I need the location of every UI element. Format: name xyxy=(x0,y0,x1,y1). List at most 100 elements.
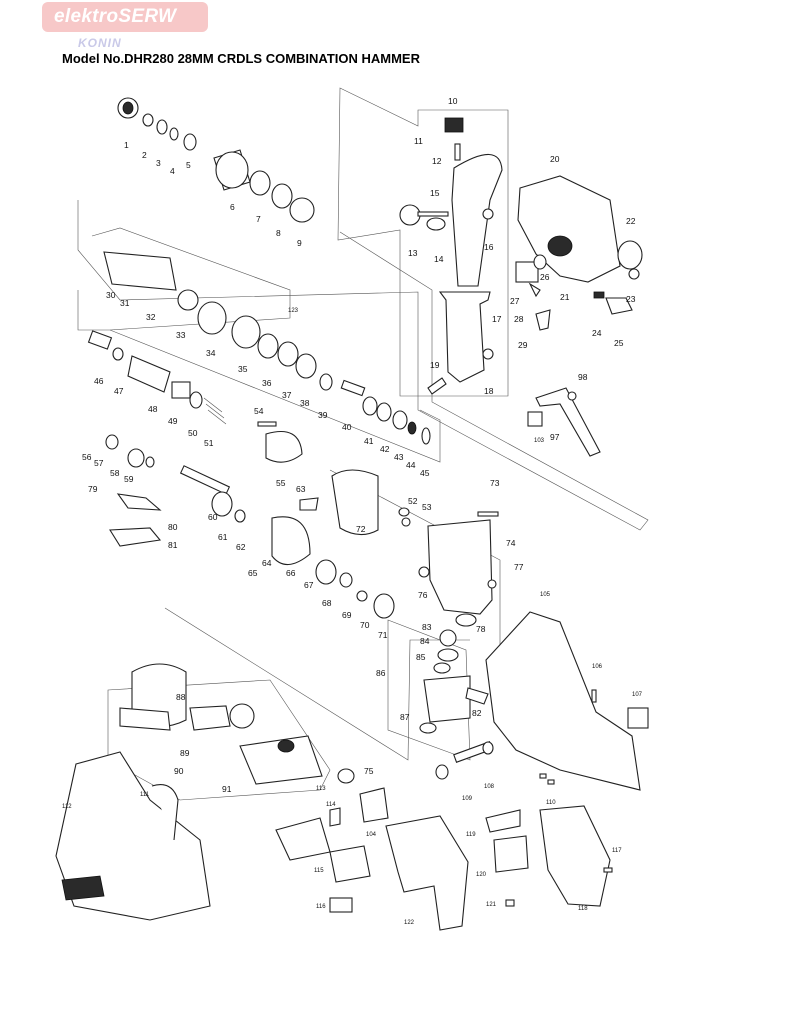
part-label: 66 xyxy=(286,568,296,578)
part-label: 109 xyxy=(462,796,473,802)
brand-logo-text: elektroSERW xyxy=(54,6,177,27)
part-label: 121 xyxy=(486,902,497,908)
part-label: 113 xyxy=(316,786,326,792)
part-label: 26 xyxy=(540,272,550,282)
part-label: 6 xyxy=(230,202,235,212)
chuck-parts xyxy=(117,97,315,223)
part-label: 18 xyxy=(484,386,494,396)
part-label: 73 xyxy=(490,478,500,488)
part-label: 54 xyxy=(254,406,264,416)
part-label: 40 xyxy=(342,422,352,432)
part-label: 97 xyxy=(550,432,560,442)
part-label: 22 xyxy=(626,216,636,226)
part-label: 33 xyxy=(176,330,186,340)
part-label: 14 xyxy=(434,254,444,264)
part-label: 108 xyxy=(484,784,495,790)
part-label: 39 xyxy=(318,410,328,420)
part-label: 46 xyxy=(94,376,104,386)
part-label: 118 xyxy=(578,906,588,912)
part-label: 23 xyxy=(626,294,636,304)
part-label: 41 xyxy=(364,436,374,446)
part-label: 43 xyxy=(394,452,404,462)
part-label: 114 xyxy=(326,802,336,808)
part-label: 83 xyxy=(422,622,432,632)
part-label: 37 xyxy=(282,390,292,400)
part-label: 53 xyxy=(422,502,432,512)
part-label: 2 xyxy=(142,150,147,160)
part-label: 60 xyxy=(208,512,218,522)
part-label: 104 xyxy=(366,832,377,838)
part-label: 59 xyxy=(124,474,134,484)
part-label: 85 xyxy=(416,652,426,662)
part-label: 25 xyxy=(614,338,624,348)
part-label: 8 xyxy=(276,228,281,238)
part-label: 36 xyxy=(262,378,272,388)
part-label: 91 xyxy=(222,784,232,794)
part-label: 117 xyxy=(612,848,622,854)
part-label: 69 xyxy=(342,610,352,620)
part-label: 62 xyxy=(236,542,246,552)
part-label: 112 xyxy=(62,804,72,810)
part-label: 3 xyxy=(156,158,161,168)
part-label: 76 xyxy=(418,590,428,600)
part-label: 45 xyxy=(420,468,430,478)
part-label: 27 xyxy=(510,296,520,306)
part-label: 68 xyxy=(322,598,332,608)
gear-housing-parts xyxy=(331,469,499,627)
part-label: 72 xyxy=(356,524,366,534)
part-label: 58 xyxy=(110,468,120,478)
side-handle-parts xyxy=(399,117,503,395)
part-label: 10 xyxy=(448,96,458,106)
gear-parts xyxy=(105,421,395,619)
part-label: 52 xyxy=(408,496,418,506)
part-label: 88 xyxy=(176,692,186,702)
part-label: 32 xyxy=(146,312,156,322)
part-label: 50 xyxy=(188,428,198,438)
part-label: 63 xyxy=(296,484,306,494)
part-label: 35 xyxy=(238,364,248,374)
part-label: 13 xyxy=(408,248,418,258)
part-label: 81 xyxy=(168,540,178,550)
part-label: 21 xyxy=(560,292,570,302)
part-label: 74 xyxy=(506,538,516,548)
part-label: 7 xyxy=(256,214,261,224)
part-label: 111 xyxy=(140,792,150,798)
part-label: 47 xyxy=(114,386,124,396)
brand-logo: elektroSERW xyxy=(42,2,208,32)
part-label: 98 xyxy=(578,372,588,382)
part-label: 64 xyxy=(262,558,272,568)
part-label: 90 xyxy=(174,766,184,776)
part-label: 30 xyxy=(106,290,116,300)
part-label: 12 xyxy=(432,156,442,166)
part-label: 19 xyxy=(430,360,440,370)
part-label: 115 xyxy=(314,868,324,874)
part-label: 80 xyxy=(168,522,178,532)
part-label: 107 xyxy=(632,692,643,698)
main-housing-parts xyxy=(55,611,649,931)
part-label: 17 xyxy=(492,314,502,324)
part-label: 11 xyxy=(414,136,423,146)
part-label: 16 xyxy=(484,242,494,252)
part-label: 106 xyxy=(592,664,603,670)
part-label: 116 xyxy=(316,904,326,910)
part-label: 119 xyxy=(466,832,476,838)
part-label: 57 xyxy=(94,458,104,468)
part-label: 9 xyxy=(297,238,302,248)
housing-top-parts xyxy=(515,175,643,331)
part-label: 24 xyxy=(592,328,602,338)
part-label: 44 xyxy=(406,460,416,470)
part-label: 28 xyxy=(514,314,524,324)
part-label: 110 xyxy=(546,800,556,806)
part-label: 55 xyxy=(276,478,286,488)
part-label: 29 xyxy=(518,340,528,350)
part-label: 89 xyxy=(180,748,190,758)
part-label: 15 xyxy=(430,188,440,198)
part-label: 87 xyxy=(400,712,410,722)
striker-parts xyxy=(87,330,227,425)
page-title: Model No.DHR280 28MM CRDLS COMBINATION H… xyxy=(62,51,420,66)
part-label: 75 xyxy=(364,766,374,776)
part-label: 61 xyxy=(218,532,228,542)
part-label: 4 xyxy=(170,166,175,176)
part-label: 31 xyxy=(120,298,130,308)
